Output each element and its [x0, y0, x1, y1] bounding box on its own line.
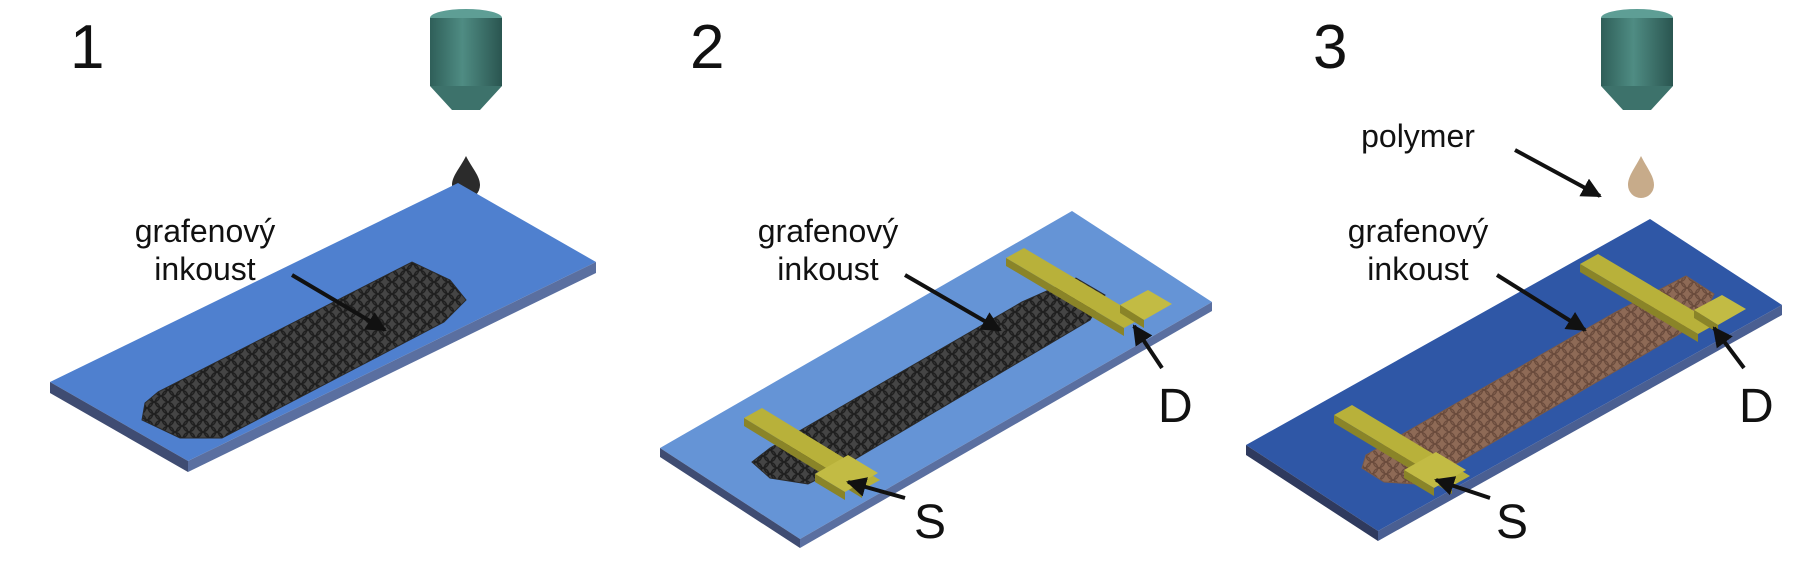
- inkjet-nozzle: [1601, 9, 1673, 110]
- drain-arrow: [1712, 326, 1746, 370]
- source-arrow: [1434, 476, 1491, 500]
- source-label: S: [1496, 496, 1528, 549]
- graphene-ink-arrow: [290, 273, 387, 332]
- step-1-number: 1: [70, 13, 104, 82]
- step-2-number: 2: [690, 13, 724, 82]
- step-2-panel: 2 grafenový inkoust S D: [660, 13, 1212, 549]
- graphene-ink-arrow: [1495, 273, 1587, 332]
- drain-arrow: [1132, 324, 1164, 370]
- step-3-panel: 3 polymer: [1246, 9, 1782, 549]
- graphene-ink-label-line1: grafenový: [135, 213, 276, 249]
- graphene-ink-label-line2: inkoust: [154, 251, 256, 287]
- polymer-drop: [1628, 156, 1654, 198]
- polymer-arrow: [1514, 148, 1602, 198]
- source-electrode: [744, 408, 880, 500]
- source-label: S: [914, 496, 946, 549]
- source-arrow: [846, 477, 906, 500]
- graphene-ink-label-line1: grafenový: [1348, 213, 1489, 249]
- drain-label: D: [1158, 380, 1193, 433]
- drain-electrode: [1006, 248, 1172, 336]
- graphene-ink-label-line2: inkoust: [1367, 251, 1469, 287]
- graphene-ink-label-line1: grafenový: [758, 213, 899, 249]
- step-3-number: 3: [1313, 13, 1347, 82]
- polymer-label: polymer: [1361, 118, 1475, 154]
- source-electrode: [1334, 405, 1470, 496]
- graphene-strip: [141, 261, 467, 439]
- step-1-panel: 1 grafenový inkoust: [50, 9, 596, 472]
- inkjet-nozzle: [430, 9, 502, 110]
- drain-electrode: [1580, 254, 1746, 342]
- graphene-ink-arrow: [903, 273, 1002, 332]
- graphene-ink-label-line2: inkoust: [777, 251, 879, 287]
- drain-label: D: [1739, 380, 1774, 433]
